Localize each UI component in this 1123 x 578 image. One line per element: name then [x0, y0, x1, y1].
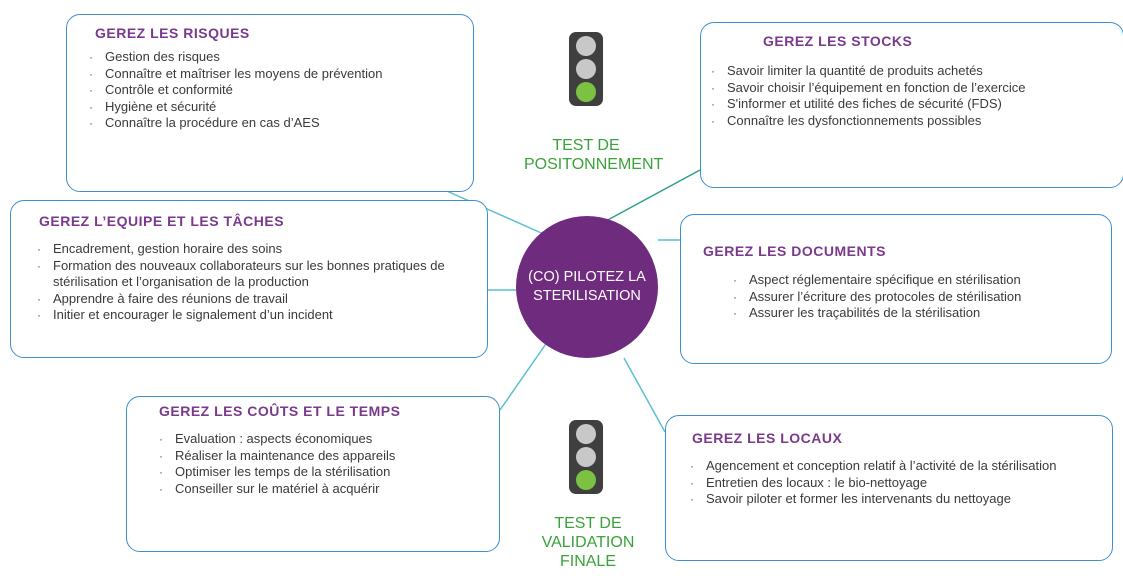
list-item: Hygiène et sécurité — [89, 99, 469, 116]
list-item: Evaluation : aspects économiques — [159, 431, 495, 448]
box-stocks-title: GEREZ LES STOCKS — [763, 33, 913, 49]
list-item: Optimiser les temps de la stérilisation — [159, 464, 495, 481]
center-hub: (CO) PILOTEZ LA STERILISATION — [516, 216, 658, 358]
list-item: S'informer et utilité des fiches de sécu… — [711, 96, 1071, 113]
lamp-green — [576, 82, 596, 102]
list-item: Conseiller sur le matériel à acquérir — [159, 481, 495, 498]
list-item: Savoir piloter et former les intervenant… — [690, 491, 1080, 508]
traffic-light-icon-top — [569, 32, 603, 106]
connector-couts — [499, 337, 551, 411]
box-documents-list: Aspect réglementaire spécifique en stéri… — [733, 272, 1103, 322]
list-item: Entretien des locaux : le bio-nettoyage — [690, 475, 1080, 492]
list-item: Assurer les traçabilités de la stérilisa… — [733, 305, 1103, 322]
lamp-red — [576, 424, 596, 444]
list-item: Assurer l’écriture des protocoles de sté… — [733, 289, 1103, 306]
test-label-line: TEST DE — [554, 515, 622, 532]
box-couts-list: Evaluation : aspects économiques Réalise… — [159, 431, 495, 497]
box-documents-title: GEREZ LES DOCUMENTS — [703, 243, 886, 259]
lamp-green — [576, 470, 596, 490]
list-item: Savoir limiter la quantité de produits a… — [711, 63, 1071, 80]
center-hub-label: (CO) PILOTEZ LA STERILISATION — [528, 269, 646, 304]
list-item: Initier et encourager le signalement d’u… — [37, 307, 483, 324]
test-label-line: FINALE — [559, 553, 616, 570]
traffic-light-icon-bottom — [569, 420, 603, 494]
box-risques: GEREZ LES RISQUES Gestion des risques Co… — [66, 14, 474, 192]
test-validation-label: TEST DE VALIDATION FINALE — [540, 514, 636, 571]
box-couts: GEREZ LES COÛTS ET LE TEMPS Evaluation :… — [126, 396, 500, 552]
box-equipe: GEREZ L’EQUIPE ET LES TÂCHES Encadrement… — [10, 200, 488, 358]
test-label-line: VALIDATION — [541, 534, 635, 551]
test-positionnement-label: TEST DE POSITONNEMENT — [524, 136, 664, 174]
box-risques-title: GEREZ LES RISQUES — [95, 25, 250, 41]
lamp-amber — [576, 447, 596, 467]
list-item: Agencement et conception relatif à l’act… — [690, 458, 1080, 475]
lamp-amber — [576, 59, 596, 79]
box-risques-list: Gestion des risques Connaître et maîtris… — [89, 49, 469, 132]
list-item: Aspect réglementaire spécifique en stéri… — [733, 272, 1103, 289]
list-item: Connaître et maîtriser les moyens de pré… — [89, 66, 469, 83]
connector-locaux — [623, 357, 666, 433]
list-item: Savoir choisir l’équipement en fonction … — [711, 80, 1071, 97]
connector-stocks — [603, 169, 701, 223]
list-item: Apprendre à faire des réunions de travai… — [37, 291, 483, 308]
box-equipe-title: GEREZ L’EQUIPE ET LES TÂCHES — [39, 213, 285, 229]
box-locaux: GEREZ LES LOCAUX Agencement et conceptio… — [665, 415, 1113, 561]
box-documents: GEREZ LES DOCUMENTS Aspect réglementaire… — [680, 214, 1112, 364]
box-locaux-title: GEREZ LES LOCAUX — [692, 430, 843, 446]
box-stocks: GEREZ LES STOCKS Savoir limiter la quant… — [700, 22, 1123, 188]
list-item: Connaître la procédure en cas d’AES — [89, 115, 469, 132]
box-locaux-list: Agencement et conception relatif à l’act… — [690, 458, 1080, 508]
list-item: Encadrement, gestion horaire des soins — [37, 241, 483, 258]
list-item: Gestion des risques — [89, 49, 469, 66]
test-label-line: TEST DE — [552, 137, 620, 154]
list-item: Formation des nouveaux collaborateurs su… — [37, 258, 483, 291]
box-stocks-list: Savoir limiter la quantité de produits a… — [711, 63, 1071, 129]
list-item: Connaître les dysfonctionnements possibl… — [711, 113, 1071, 130]
list-item: Réaliser la maintenance des appareils — [159, 448, 495, 465]
test-label-line: POSITONNEMENT — [524, 156, 664, 173]
box-couts-title: GEREZ LES COÛTS ET LE TEMPS — [159, 403, 401, 419]
lamp-red — [576, 36, 596, 56]
list-item: Contrôle et conformité — [89, 82, 469, 99]
box-equipe-list: Encadrement, gestion horaire des soins F… — [37, 241, 483, 324]
connector-risques — [439, 187, 549, 237]
